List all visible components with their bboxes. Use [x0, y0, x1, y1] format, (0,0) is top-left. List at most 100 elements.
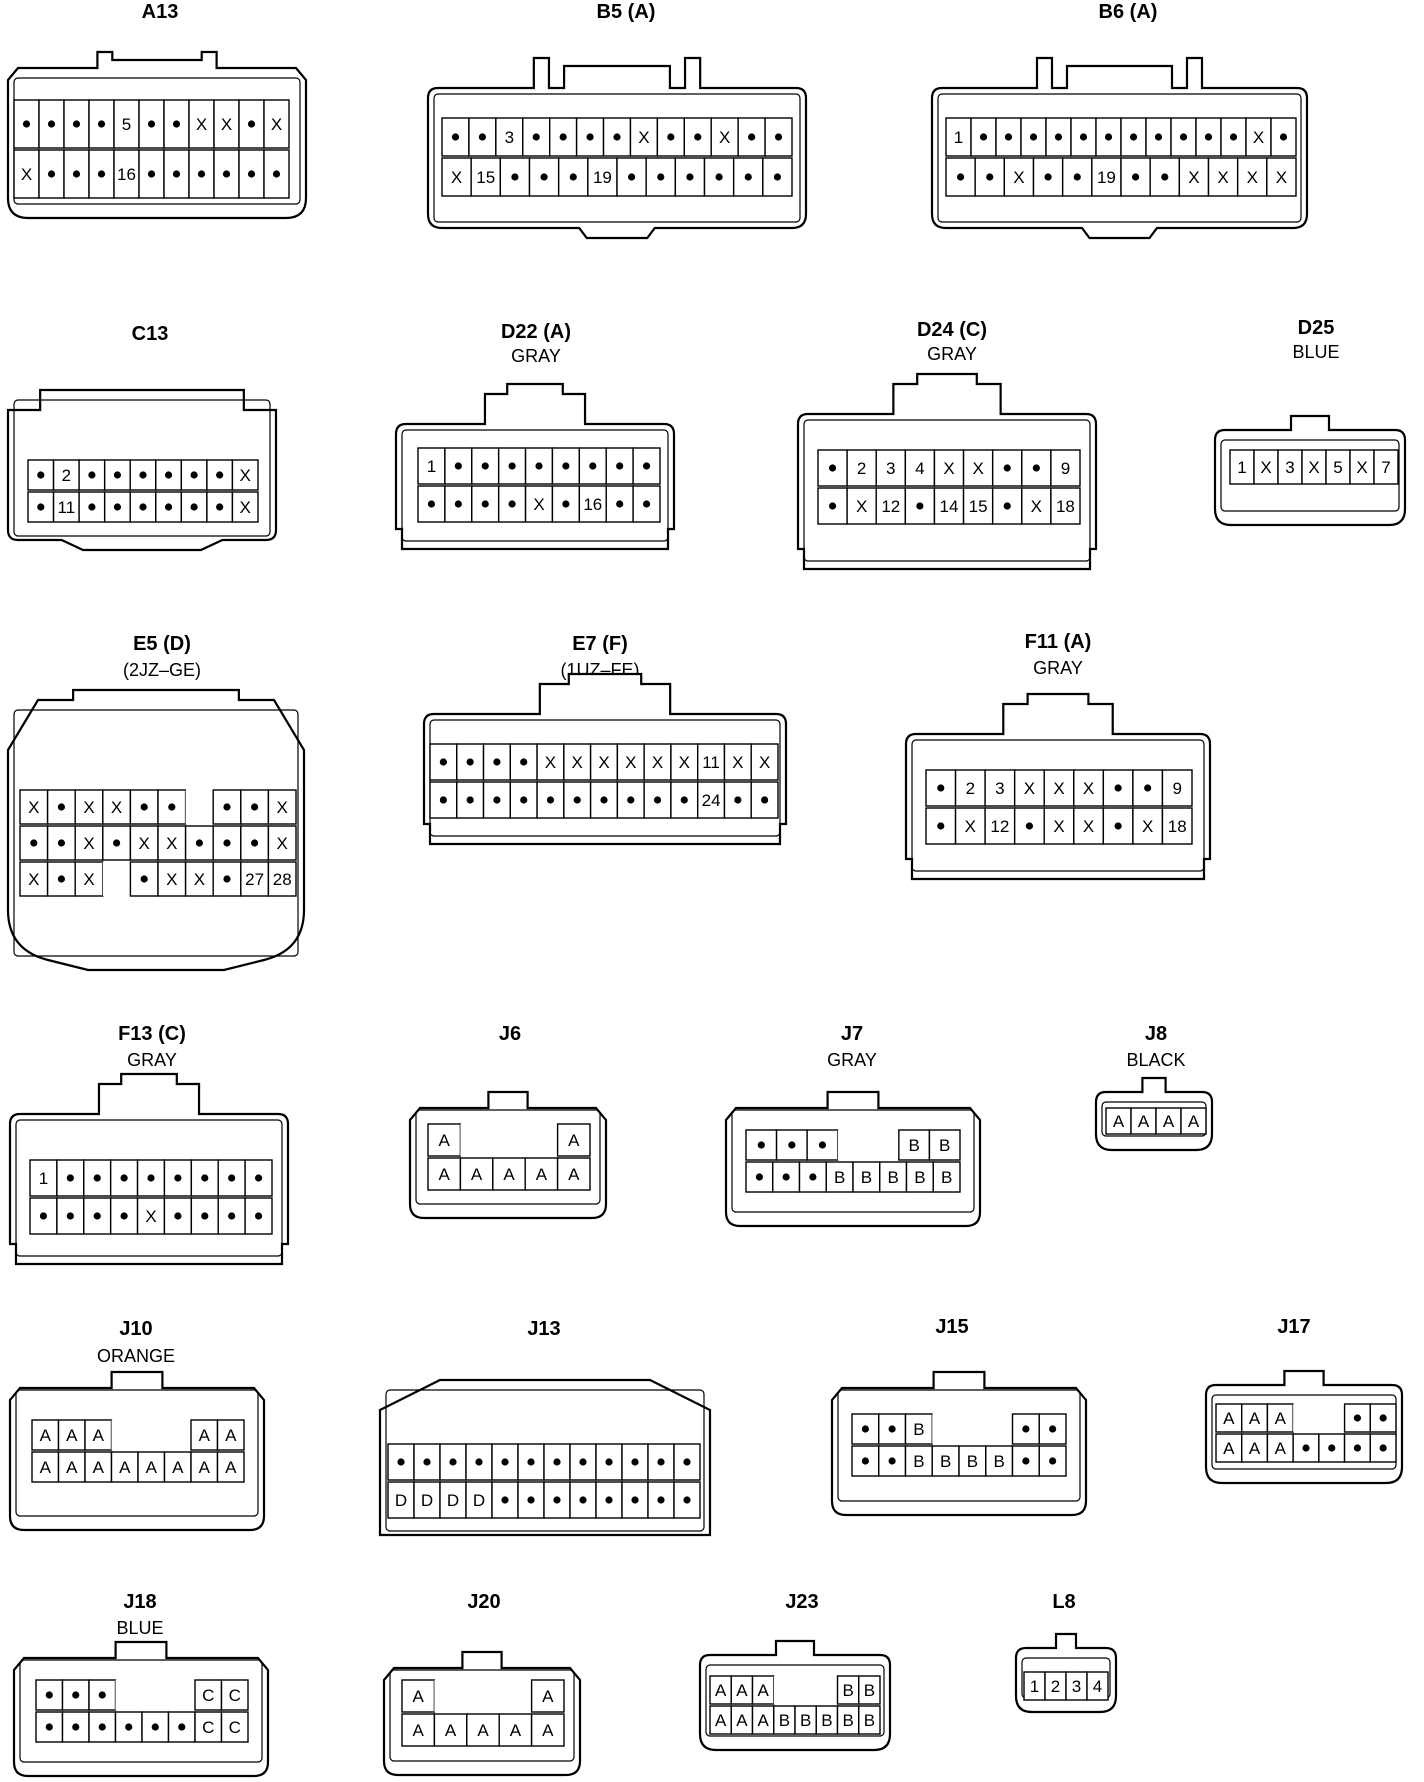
- connector-title: C13: [132, 323, 169, 345]
- pin-dot-icon: [247, 170, 256, 178]
- connector-color-label: BLACK: [1126, 1050, 1185, 1070]
- pin-label: X: [451, 168, 462, 187]
- pin-label: X: [277, 798, 288, 817]
- pin-cell: [816, 1676, 838, 1704]
- connector-inner-frame: [731, 1109, 975, 1213]
- pin-label: B: [779, 1711, 790, 1730]
- pin-dot-icon: [1029, 133, 1038, 141]
- pin-cell: [795, 1676, 817, 1704]
- pin-dot-icon: [1049, 1457, 1057, 1465]
- pin-dot-icon: [1049, 1425, 1057, 1433]
- pin-cell: [137, 1451, 166, 1483]
- pin-cell: [1318, 1433, 1346, 1463]
- pin-cell: [88, 99, 115, 149]
- pin-cell: [556, 1123, 591, 1157]
- pin-label: B: [864, 1711, 875, 1730]
- pin-label: A: [1249, 1409, 1261, 1428]
- pin-cell: [879, 1161, 908, 1193]
- pin-cell: [1132, 807, 1164, 845]
- pin-cell: [954, 807, 986, 845]
- pin-label: A: [66, 1426, 78, 1445]
- pin-cell: [1318, 1404, 1345, 1432]
- pin-label: 4: [915, 459, 924, 478]
- pin-label: C: [229, 1718, 241, 1737]
- pin-label: X: [1031, 497, 1042, 516]
- pin-label: X: [1053, 779, 1064, 798]
- pin-cell: [88, 1711, 117, 1743]
- pin-cell: [1241, 1433, 1269, 1463]
- pin-dot-icon: [1328, 1444, 1336, 1452]
- pin-dot-icon: [605, 1458, 613, 1466]
- pin-dot-icon: [147, 1174, 155, 1182]
- pin-label: 7: [1381, 458, 1390, 477]
- connector-housing: [8, 1370, 266, 1532]
- pin-label: X: [572, 753, 583, 772]
- pin-label: X: [166, 870, 177, 889]
- pin-cell: [525, 1124, 558, 1156]
- pin-label: D: [421, 1491, 433, 1510]
- pin-cell: [962, 487, 994, 525]
- pin-label: A: [40, 1426, 52, 1445]
- pin-cell: [875, 449, 907, 487]
- pin-dot-icon: [439, 796, 447, 804]
- pin-dot-icon: [125, 1723, 133, 1731]
- pin-label: B: [913, 1452, 924, 1471]
- pin-cell: [470, 157, 502, 197]
- pin-label: 19: [1097, 168, 1116, 187]
- pin-dot-icon: [627, 173, 636, 181]
- pin-dot-icon: [481, 500, 489, 508]
- pin-label: 5: [122, 115, 131, 134]
- pin-dot-icon: [1144, 784, 1152, 792]
- pin-label: X: [598, 753, 609, 772]
- pin-label: 2: [1051, 1677, 1060, 1696]
- pin-cell: [1155, 1107, 1182, 1135]
- pin-label: 1: [954, 128, 963, 147]
- pin-cell: [231, 459, 259, 491]
- pin-label: X: [21, 165, 32, 184]
- pin-cell: [102, 789, 132, 825]
- pin-dot-icon: [616, 462, 624, 470]
- pin-label: A: [1138, 1112, 1150, 1131]
- pin-dot-icon: [579, 1458, 587, 1466]
- pin-dot-icon: [828, 464, 837, 472]
- pin-cell: [267, 789, 297, 825]
- pin-cell: [931, 1445, 960, 1477]
- pin-cell: [629, 117, 659, 157]
- connector-title: J13: [527, 1318, 560, 1340]
- pin-label: B: [993, 1452, 1004, 1471]
- connector-title: J10: [119, 1318, 152, 1340]
- pin-label: A: [1223, 1439, 1235, 1458]
- pin-label: A: [413, 1687, 425, 1706]
- pin-label: X: [1356, 458, 1367, 477]
- pin-dot-icon: [1073, 173, 1081, 181]
- pin-label: 1: [1030, 1677, 1039, 1696]
- pin-dot-icon: [97, 120, 106, 128]
- pin-cell: [904, 449, 936, 487]
- pin-dot-icon: [532, 133, 540, 141]
- connector-inner-frame: [803, 419, 1091, 562]
- pin-cell: [1161, 807, 1193, 845]
- pin-cell: [858, 1675, 881, 1705]
- connector-title: E7 (F): [572, 633, 628, 655]
- pin-dot-icon: [120, 1212, 128, 1220]
- connector-inner-frame: [389, 1669, 575, 1762]
- pin-label: 11: [702, 753, 720, 772]
- pin-dot-icon: [761, 796, 769, 804]
- pin-dot-icon: [172, 170, 181, 178]
- pin-label: 18: [1168, 817, 1187, 836]
- pin-label: C: [202, 1686, 214, 1705]
- pin-dot-icon: [475, 1458, 483, 1466]
- pin-dot-icon: [686, 173, 694, 181]
- pin-label: D: [473, 1491, 485, 1510]
- pin-cell: [1161, 769, 1193, 807]
- pin-label: A: [146, 1458, 158, 1477]
- pin-cell: [194, 1711, 223, 1743]
- pin-dot-icon: [195, 839, 203, 847]
- pin-label: X: [28, 798, 39, 817]
- pin-label: 12: [990, 817, 1009, 836]
